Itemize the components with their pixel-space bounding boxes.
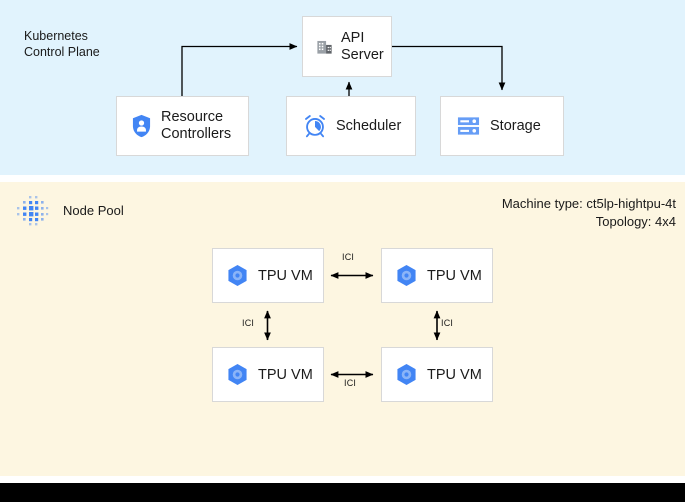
tpu-hexagon-icon bbox=[396, 264, 417, 287]
node-resource-controllers-label: Resource Controllers bbox=[161, 109, 232, 142]
tpu-vm-label: TPU VM bbox=[427, 366, 482, 383]
tpu-vm-label: TPU VM bbox=[427, 267, 482, 284]
dot-grid-icon bbox=[15, 194, 51, 230]
tpu-vm-box[interactable]: TPU VM bbox=[381, 347, 493, 402]
tpu-vm-label: TPU VM bbox=[258, 366, 313, 383]
shield-user-icon bbox=[131, 114, 152, 138]
node-scheduler-label: Scheduler bbox=[336, 117, 402, 134]
building-icon bbox=[315, 37, 334, 56]
tpu-vm-box[interactable]: TPU VM bbox=[212, 347, 324, 402]
server-storage-icon bbox=[457, 115, 480, 137]
node-api-server-label: API Server bbox=[341, 29, 384, 63]
node-scheduler[interactable]: Scheduler bbox=[286, 96, 416, 156]
ici-label: ICI bbox=[242, 318, 255, 328]
node-storage[interactable]: Storage bbox=[440, 96, 564, 156]
tpu-hexagon-icon bbox=[396, 363, 417, 386]
alarm-clock-icon bbox=[303, 114, 327, 138]
tpu-vm-box[interactable]: TPU VM bbox=[212, 248, 324, 303]
tpu-hexagon-icon bbox=[227, 264, 248, 287]
bottom-bar bbox=[0, 483, 685, 502]
node-pool-panel bbox=[0, 182, 685, 476]
tpu-vm-label: TPU VM bbox=[258, 267, 313, 284]
node-storage-label: Storage bbox=[490, 117, 541, 134]
node-pool-meta: Machine type: ct5lp-hightpu-4t Topology:… bbox=[502, 195, 676, 231]
tpu-hexagon-icon bbox=[227, 363, 248, 386]
node-pool-label: Node Pool bbox=[63, 203, 124, 218]
node-resource-controllers[interactable]: Resource Controllers bbox=[116, 96, 249, 156]
control-plane-label: Kubernetes Control Plane bbox=[24, 29, 100, 59]
machine-type-text: Machine type: ct5lp-hightpu-4t bbox=[501, 196, 676, 211]
topology-text: Topology: 4x4 bbox=[595, 214, 676, 229]
ici-label: ICI bbox=[342, 252, 355, 262]
ici-label: ICI bbox=[441, 318, 454, 328]
ici-label: ICI bbox=[344, 378, 357, 388]
node-api-server[interactable]: API Server bbox=[302, 16, 392, 77]
tpu-vm-box[interactable]: TPU VM bbox=[381, 248, 493, 303]
